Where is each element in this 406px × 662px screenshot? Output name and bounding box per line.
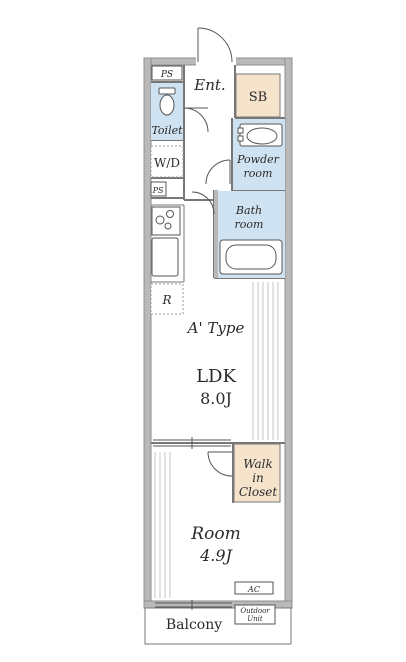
plan-type-label: A' Type xyxy=(186,319,245,337)
room-window xyxy=(154,452,171,598)
balcony-label: Balcony xyxy=(166,617,222,633)
powder-label-1: Powder xyxy=(236,153,280,166)
ac-box xyxy=(234,581,274,595)
room-size-label: 4.9J xyxy=(199,546,233,565)
shoebox xyxy=(235,73,281,118)
outdoor-unit-box xyxy=(234,604,276,625)
ldk-size-label: 8.0J xyxy=(200,389,232,408)
powder-label-2: room xyxy=(244,167,273,180)
entrance-door xyxy=(197,27,233,63)
closet-label-3: Closet xyxy=(239,485,278,499)
entrance-label: Ent. xyxy=(193,76,225,94)
ldk-window xyxy=(252,282,279,440)
bath-wall xyxy=(214,190,218,278)
ps-mid-label: PS xyxy=(152,186,164,195)
washer-label: W/D xyxy=(154,156,180,170)
refrigerator-label: R xyxy=(161,293,171,307)
bathtub-fixture xyxy=(219,239,283,275)
stove-fixture xyxy=(151,206,181,236)
outdoor-unit-label-2: Unit xyxy=(247,615,263,623)
toilet-label: Toilet xyxy=(151,124,183,137)
hall-door xyxy=(205,159,231,185)
toilet-door xyxy=(183,107,209,133)
outdoor-unit-label-1: Outdoor xyxy=(240,607,270,615)
bath-label-2: room xyxy=(235,218,264,231)
ldk-label: LDK xyxy=(196,366,236,387)
refrigerator-box xyxy=(150,283,184,315)
closet-label-2: in xyxy=(252,471,264,485)
washer-box xyxy=(150,145,184,178)
ps-box-mid xyxy=(150,181,167,197)
bath-label-1: Bath xyxy=(235,204,262,217)
walk-in-closet xyxy=(233,443,281,503)
ps-box-top xyxy=(151,65,183,81)
closet-door xyxy=(207,451,233,477)
bath-door xyxy=(191,191,215,215)
room-label: Room xyxy=(190,524,240,544)
ac-label: AC xyxy=(247,585,260,594)
ps-top-label: PS xyxy=(160,70,173,80)
kitchen-sink xyxy=(151,237,179,277)
toilet-fixture xyxy=(158,87,176,116)
ldk-room-sliding-door xyxy=(153,437,231,449)
sink-fixture xyxy=(237,123,283,147)
shoebox-label: SB xyxy=(249,90,267,105)
balcony-sliding-window xyxy=(155,600,232,610)
closet-label-1: Walk xyxy=(243,457,273,471)
